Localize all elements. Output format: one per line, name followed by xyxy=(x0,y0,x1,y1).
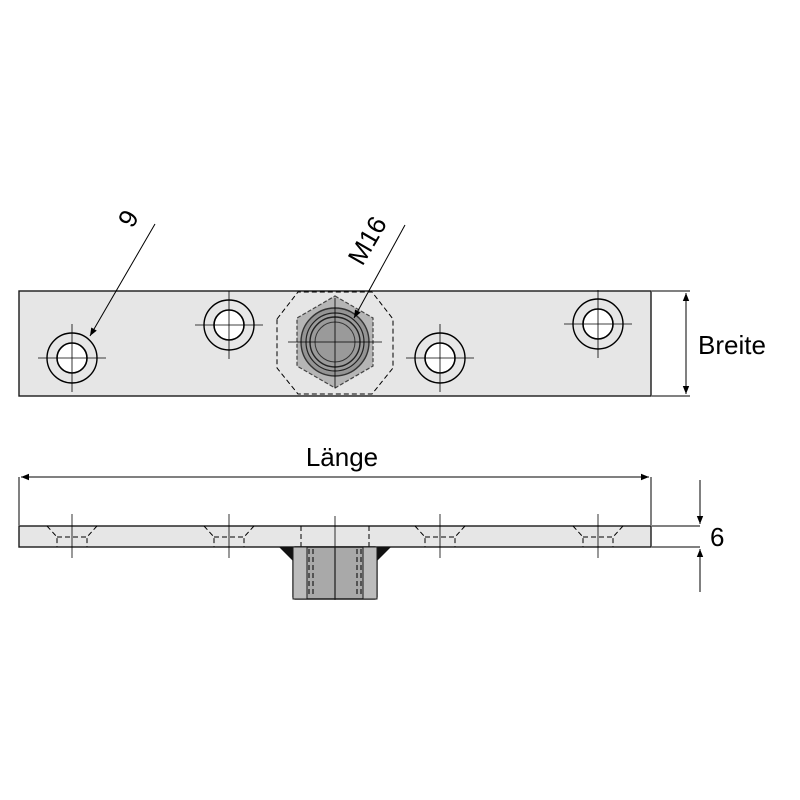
countersink-4 xyxy=(572,514,624,558)
width-dimension: Breite xyxy=(652,290,766,397)
thickness-dimension: 6 xyxy=(652,480,724,592)
weld-left xyxy=(279,547,293,561)
mounting-hole-4 xyxy=(564,290,632,358)
side-view: Länge xyxy=(18,442,724,600)
width-label: Breite xyxy=(698,330,766,360)
length-dimension: Länge xyxy=(18,442,652,525)
length-label: Länge xyxy=(306,442,378,472)
top-view: 9 M16 Breite xyxy=(18,205,766,397)
countersink-3 xyxy=(414,514,466,558)
countersink-1 xyxy=(46,514,98,558)
weld-right xyxy=(377,547,391,561)
hex-nut-top-view xyxy=(276,291,394,395)
countersink-2 xyxy=(203,514,255,558)
mounting-hole-1 xyxy=(38,324,106,392)
mounting-hole-2 xyxy=(195,291,263,359)
thickness-label: 6 xyxy=(710,522,724,552)
hole-diameter-label: 9 xyxy=(112,205,145,233)
hex-nut-side-view xyxy=(292,546,378,600)
mounting-hole-3 xyxy=(406,324,474,392)
